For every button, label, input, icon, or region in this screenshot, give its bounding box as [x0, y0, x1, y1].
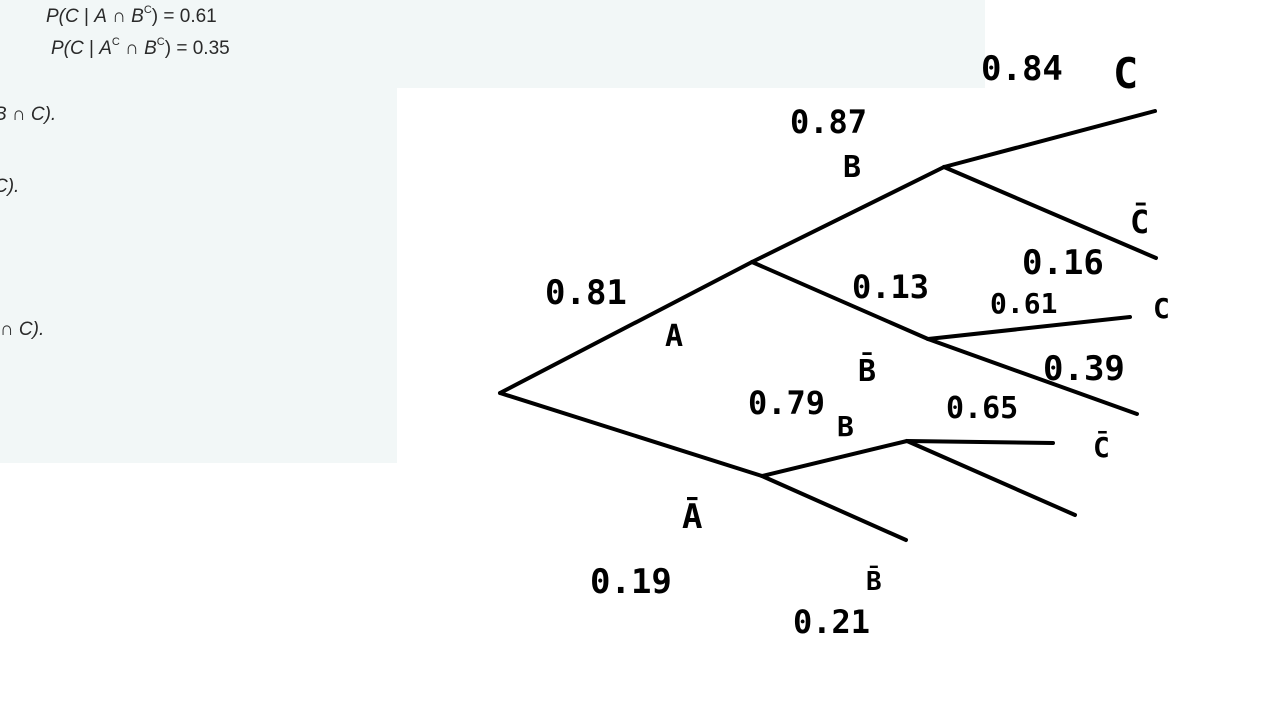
label-a-not-b-c: C	[1153, 292, 1170, 325]
given-bar: |	[89, 38, 94, 59]
event: C	[65, 6, 79, 27]
event: B	[144, 38, 157, 59]
tree-branches	[498, 109, 1158, 542]
prob-p: P(	[46, 6, 65, 27]
prob-a-b-c: 0.84	[981, 49, 1063, 89]
branch-a-b-c	[942, 109, 1157, 169]
event: A	[99, 38, 112, 59]
problem-panel-left	[0, 0, 397, 463]
branch-not-a-b-c	[905, 439, 1055, 445]
label-not-a: Ā	[682, 497, 702, 537]
branch-a-not-b-c	[926, 315, 1132, 341]
prob-a: 0.81	[545, 273, 627, 313]
prob-not-a-not-b: 0.21	[793, 603, 870, 641]
label-a: A	[665, 319, 683, 354]
prob-not-a: 0.19	[590, 562, 672, 602]
complement-sup: C	[156, 35, 165, 48]
label-a-not-b-not-c: C̄	[1093, 430, 1110, 464]
branch-not-a-b-not-c	[905, 439, 1077, 517]
given-probability-1: P(C | A ∩ BC) = 0.61	[46, 3, 217, 28]
label-not-a-b: B	[837, 410, 854, 443]
branch-a-not-b	[750, 260, 930, 341]
prob-a-b: 0.87	[790, 103, 867, 141]
label-a-b-not-c: C̄	[1130, 203, 1149, 241]
label-a-b: B	[843, 150, 861, 185]
label-a-b-c: C	[1113, 49, 1138, 98]
prob-a-b-not-c: 0.16	[1022, 243, 1104, 283]
intersection-symbol: ∩	[112, 6, 126, 27]
prob-not-a-b-c: 0.65	[946, 391, 1018, 426]
branch-a-b	[750, 165, 946, 264]
equals: ) =	[151, 6, 180, 27]
question-fragment-2: C).	[0, 176, 20, 197]
branch-a	[498, 260, 754, 395]
complement-sup: C	[143, 3, 152, 16]
question-fragment-1: B ∩ C).	[0, 104, 57, 125]
event: A	[94, 6, 107, 27]
branch-a-b-not-c	[942, 165, 1158, 260]
prob-a-not-b: 0.13	[852, 268, 929, 306]
intersection-symbol: ∩	[125, 38, 139, 59]
label-not-a-not-b: B̄	[866, 564, 882, 597]
complement-sup: C	[111, 35, 120, 48]
branch-a-not-b-not-c	[926, 337, 1139, 416]
branch-not-a	[498, 391, 764, 478]
given-probability-2: P(C | AC ∩ BC) = 0.35	[51, 35, 230, 60]
branch-not-a-b	[760, 439, 909, 478]
given-bar: |	[84, 6, 89, 27]
event: C	[70, 38, 84, 59]
prob-p: P(	[51, 38, 70, 59]
prob-value: 0.61	[179, 6, 217, 27]
branch-not-a-not-b	[760, 474, 908, 542]
event: B	[131, 6, 144, 27]
prob-a-not-b-not-c: 0.39	[1043, 349, 1125, 389]
question-fragment-3: ∩ C).	[0, 319, 45, 340]
equals: ) =	[164, 38, 193, 59]
label-a-not-b: B̄	[858, 353, 876, 389]
prob-value: 0.35	[192, 38, 230, 59]
prob-a-not-b-c: 0.61	[990, 287, 1057, 320]
prob-not-a-b: 0.79	[748, 384, 825, 422]
